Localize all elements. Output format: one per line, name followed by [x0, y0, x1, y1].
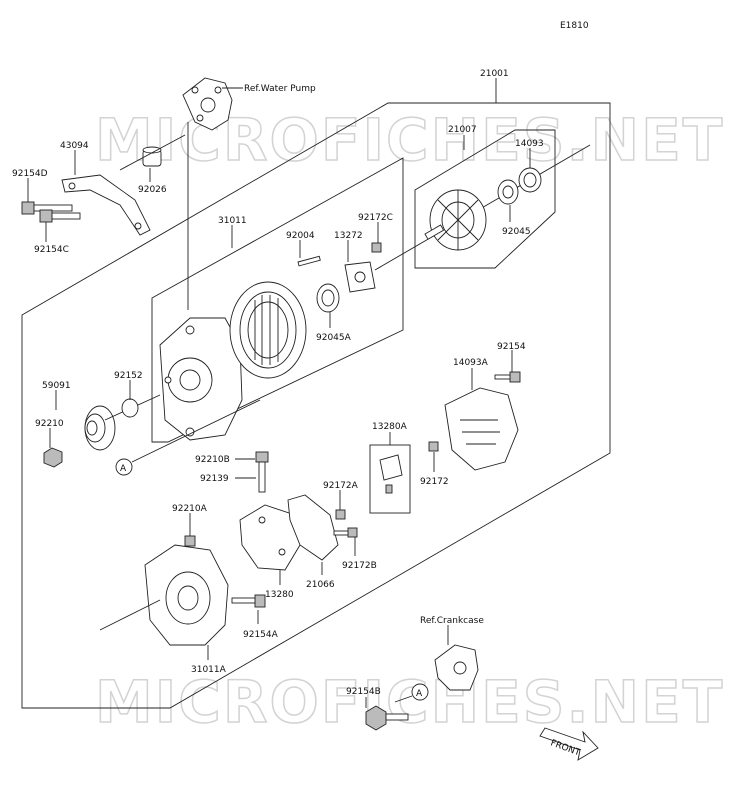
screw-92172 — [428, 441, 439, 452]
part-label-31011[interactable]: 31011 — [218, 216, 247, 226]
part-label-43094[interactable]: 43094 — [60, 141, 89, 151]
diagram-code: E1810 — [560, 21, 589, 31]
part-label-13280[interactable]: 13280 — [265, 590, 294, 600]
part-label-92210A[interactable]: 92210A — [172, 504, 208, 514]
bolt-92154D — [21, 201, 73, 215]
part-label-21066[interactable]: 21066 — [306, 580, 335, 590]
bolt-92154 — [494, 371, 521, 383]
part-label-13280A[interactable]: 13280A — [372, 422, 408, 432]
callout-circle-a-left — [115, 458, 133, 476]
crankcase-ref-part — [434, 644, 479, 691]
ref-water-pump-label[interactable]: Ref.Water Pump — [244, 84, 316, 94]
part-label-59091[interactable]: 59091 — [42, 381, 71, 391]
screw-92172A — [335, 509, 346, 520]
stator — [229, 281, 307, 379]
part-label-92154A[interactable]: 92154A — [243, 630, 279, 640]
part-label-31011A[interactable]: 31011A — [191, 665, 227, 675]
bolt-92154C — [39, 209, 81, 223]
part-label-14093[interactable]: 14093 — [515, 139, 544, 149]
nut-92210A — [184, 535, 196, 547]
stud-92004 — [297, 255, 321, 267]
plate-13272 — [344, 261, 376, 293]
collar-92152 — [121, 398, 139, 418]
part-label-92172[interactable]: 92172 — [420, 477, 449, 487]
cover-14093 — [518, 167, 542, 193]
part-label-92154B[interactable]: 92154B — [346, 687, 381, 697]
callout-circle-a-right — [411, 683, 429, 701]
part-label-92154[interactable]: 92154 — [497, 342, 526, 352]
part-label-92172B[interactable]: 92172B — [342, 561, 377, 571]
ref-crankcase-label[interactable]: Ref.Crankcase — [420, 616, 484, 626]
front-housing-31011 — [159, 317, 243, 441]
bolt-92154B — [365, 705, 409, 731]
collar-92026 — [142, 146, 162, 167]
rotor-frame-21007 — [414, 129, 556, 269]
watermark-bottom: MICROFICHES.NET — [95, 668, 724, 736]
regulator-21066 — [287, 494, 339, 561]
assembly-frame-21001 — [21, 102, 611, 709]
bearing-92045A — [316, 283, 340, 313]
bracket-43094 — [61, 174, 151, 236]
part-label-92045[interactable]: 92045 — [502, 227, 531, 237]
part-label-92210B[interactable]: 92210B — [195, 455, 230, 465]
nut-92210 — [43, 447, 63, 468]
brush-box-13280A — [369, 444, 411, 514]
part-label-92154D[interactable]: 92154D — [12, 169, 48, 179]
watermark-top: MICROFICHES.NET — [95, 106, 724, 174]
part-label-92026[interactable]: 92026 — [138, 185, 167, 195]
part-label-92152[interactable]: 92152 — [114, 371, 143, 381]
brush-13280A — [379, 454, 403, 494]
part-label-13272[interactable]: 13272 — [334, 231, 363, 241]
water-pump-ref-part — [182, 77, 233, 131]
part-label-92154C[interactable]: 92154C — [34, 245, 69, 255]
bearing-92045 — [497, 179, 519, 205]
part-label-92172C[interactable]: 92172C — [358, 213, 393, 223]
pulley-59091 — [84, 405, 116, 451]
callout-a-left: A — [120, 464, 127, 474]
bolt-92154A — [231, 594, 266, 608]
rear-housing-31011A — [144, 544, 229, 646]
front-arrow-icon — [539, 727, 599, 761]
screw-92172C — [371, 242, 382, 253]
part-label-92172A[interactable]: 92172A — [323, 481, 359, 491]
part-label-92210[interactable]: 92210 — [35, 419, 64, 429]
part-label-21001[interactable]: 21001 — [480, 69, 509, 79]
rectifier-13280 — [239, 504, 301, 571]
part-label-14093A[interactable]: 14093A — [453, 358, 489, 368]
housing-frame-31011 — [151, 157, 404, 443]
part-label-21007[interactable]: 21007 — [448, 125, 477, 135]
rotor-21007 — [424, 189, 487, 251]
rear-cover-14093A — [444, 387, 519, 471]
screw-92172B — [333, 527, 358, 538]
part-label-92045A[interactable]: 92045A — [316, 333, 352, 343]
callout-a-right: A — [416, 689, 423, 699]
nut-92210B — [255, 451, 269, 493]
part-label-92004[interactable]: 92004 — [286, 231, 315, 241]
part-label-92139[interactable]: 92139 — [200, 474, 229, 484]
